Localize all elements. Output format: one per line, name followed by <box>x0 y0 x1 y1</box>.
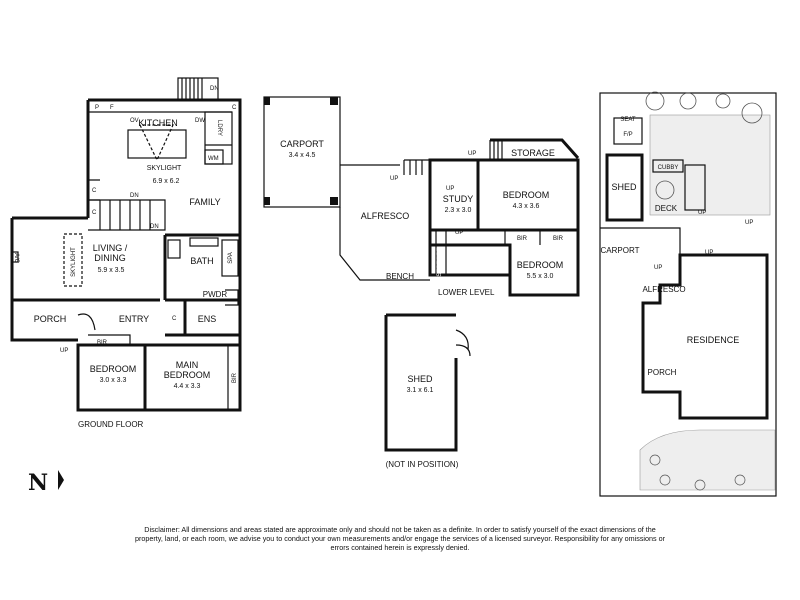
living-skylight-label: SKYLIGHT <box>71 247 77 277</box>
dining-label: DINING <box>94 253 126 263</box>
study-label: STUDY <box>443 194 474 204</box>
bedroom1-label: BEDROOM <box>503 190 550 200</box>
ground-floor-caption: GROUND FLOOR <box>78 420 144 429</box>
bedroom2-dimensions: 5.5 x 3.0 <box>527 273 554 280</box>
alfresco-label: ALFRESCO <box>361 211 410 221</box>
storage-side-label: STORAGE <box>437 247 443 276</box>
kitchen-dimensions: 6.9 x 6.2 <box>153 178 180 185</box>
site-cubby-label: CUBBY <box>658 165 679 171</box>
lower-level-plan: CARPORT 3.4 x 4.5 ALFRESCO STUDY 2.3 x 3… <box>263 96 580 297</box>
site-porch-label: PORCH <box>648 368 677 377</box>
fixture-c-kitchen: C <box>232 105 237 111</box>
bir-label: BIR <box>97 340 108 346</box>
stair-down-top: DN <box>210 86 219 92</box>
fixture-c-entry: C <box>172 316 177 322</box>
kitchen-label: KITCHEN <box>138 118 178 128</box>
porch-up: UP <box>60 348 68 354</box>
bedroom1-dimensions: 4.3 x 3.6 <box>513 203 540 210</box>
entry-label: ENTRY <box>119 314 149 324</box>
ac-label: A/C <box>13 253 19 264</box>
carport-label: CARPORT <box>280 139 324 149</box>
lower-up-stair: UP <box>455 230 463 236</box>
lower-up-side: UP <box>390 176 398 182</box>
north-arrow-icon <box>58 470 64 490</box>
shed-note: (NOT IN POSITION) <box>386 460 459 469</box>
ground-floor-plan: KITCHEN SKYLIGHT 6.9 x 6.2 FAMILY LIVING… <box>10 77 242 429</box>
study-dimensions: 2.3 x 3.0 <box>445 207 472 214</box>
disclaimer-text: Disclaimer: All dimensions and areas sta… <box>134 525 665 552</box>
main-bedroom-dimensions: 4.4 x 3.3 <box>174 383 201 390</box>
storage-label: STORAGE <box>511 148 555 158</box>
living-label: LIVING / <box>93 243 128 253</box>
site-residence-label: RESIDENCE <box>687 335 740 345</box>
ldry-label: LDRY <box>216 120 222 136</box>
site-up-residence: UP <box>705 250 713 256</box>
bir1-label: BIR <box>517 236 528 242</box>
site-shed-label: SHED <box>611 182 637 192</box>
fixture-f: F <box>110 105 114 111</box>
bedroom2-label: BEDROOM <box>517 260 564 270</box>
site-carport-label: CARPORT <box>601 246 640 255</box>
site-up-deck: UP <box>698 210 706 216</box>
main-bedroom-label-1: MAIN <box>176 360 199 370</box>
carport-dimensions: 3.4 x 4.5 <box>289 152 316 159</box>
fixture-c-family: C <box>92 188 97 194</box>
fixture-c-stair: C <box>92 210 97 216</box>
bench-label: BENCH <box>386 272 414 281</box>
fixture-p: P <box>95 105 99 111</box>
lower-up-study: UP <box>446 186 454 192</box>
stair-down-family-1: DN <box>130 193 139 199</box>
pwdr-label: PWDR <box>203 290 228 299</box>
spa-label: SPA <box>228 252 234 264</box>
bedroom-dimensions: 3.0 x 3.3 <box>100 377 127 384</box>
family-label: FAMILY <box>189 197 220 207</box>
lower-level-caption: LOWER LEVEL <box>438 288 495 297</box>
north-label: N <box>28 470 49 496</box>
ens-label: ENS <box>198 314 217 324</box>
site-deck-label: DECK <box>655 204 678 213</box>
fixture-wm: WM <box>208 156 219 162</box>
site-up-right: UP <box>745 220 753 226</box>
bir-side-label: BIR <box>232 372 238 383</box>
stair-down-family-2: DN <box>150 224 159 230</box>
shed-plan: SHED 3.1 x 6.1 (NOT IN POSITION) <box>384 313 471 469</box>
lower-up-top: UP <box>468 151 476 157</box>
bedroom-label: BEDROOM <box>90 364 137 374</box>
main-bedroom-label-2: BEDROOM <box>164 370 211 380</box>
kitchen-skylight-label: SKYLIGHT <box>147 165 182 172</box>
living-dimensions: 5.9 x 3.5 <box>98 267 125 274</box>
fixture-ov: OV <box>130 118 139 124</box>
bath-label: BATH <box>190 256 213 266</box>
site-seat-label: SEAT <box>620 117 636 123</box>
bir2-label: BIR <box>553 236 564 242</box>
shed-dimensions: 3.1 x 6.1 <box>407 387 434 394</box>
site-alfresco-label: ALFRESCO <box>642 285 685 294</box>
site-plan: SEAT F/P CUBBY SHED DECK CARPORT ALFRESC… <box>599 91 777 497</box>
site-fp-label: F/P <box>623 132 632 138</box>
site-up-carport: UP <box>654 265 662 271</box>
shed-label: SHED <box>407 374 433 384</box>
porch-label: PORCH <box>34 314 67 324</box>
fixture-dw: DW <box>195 118 205 124</box>
